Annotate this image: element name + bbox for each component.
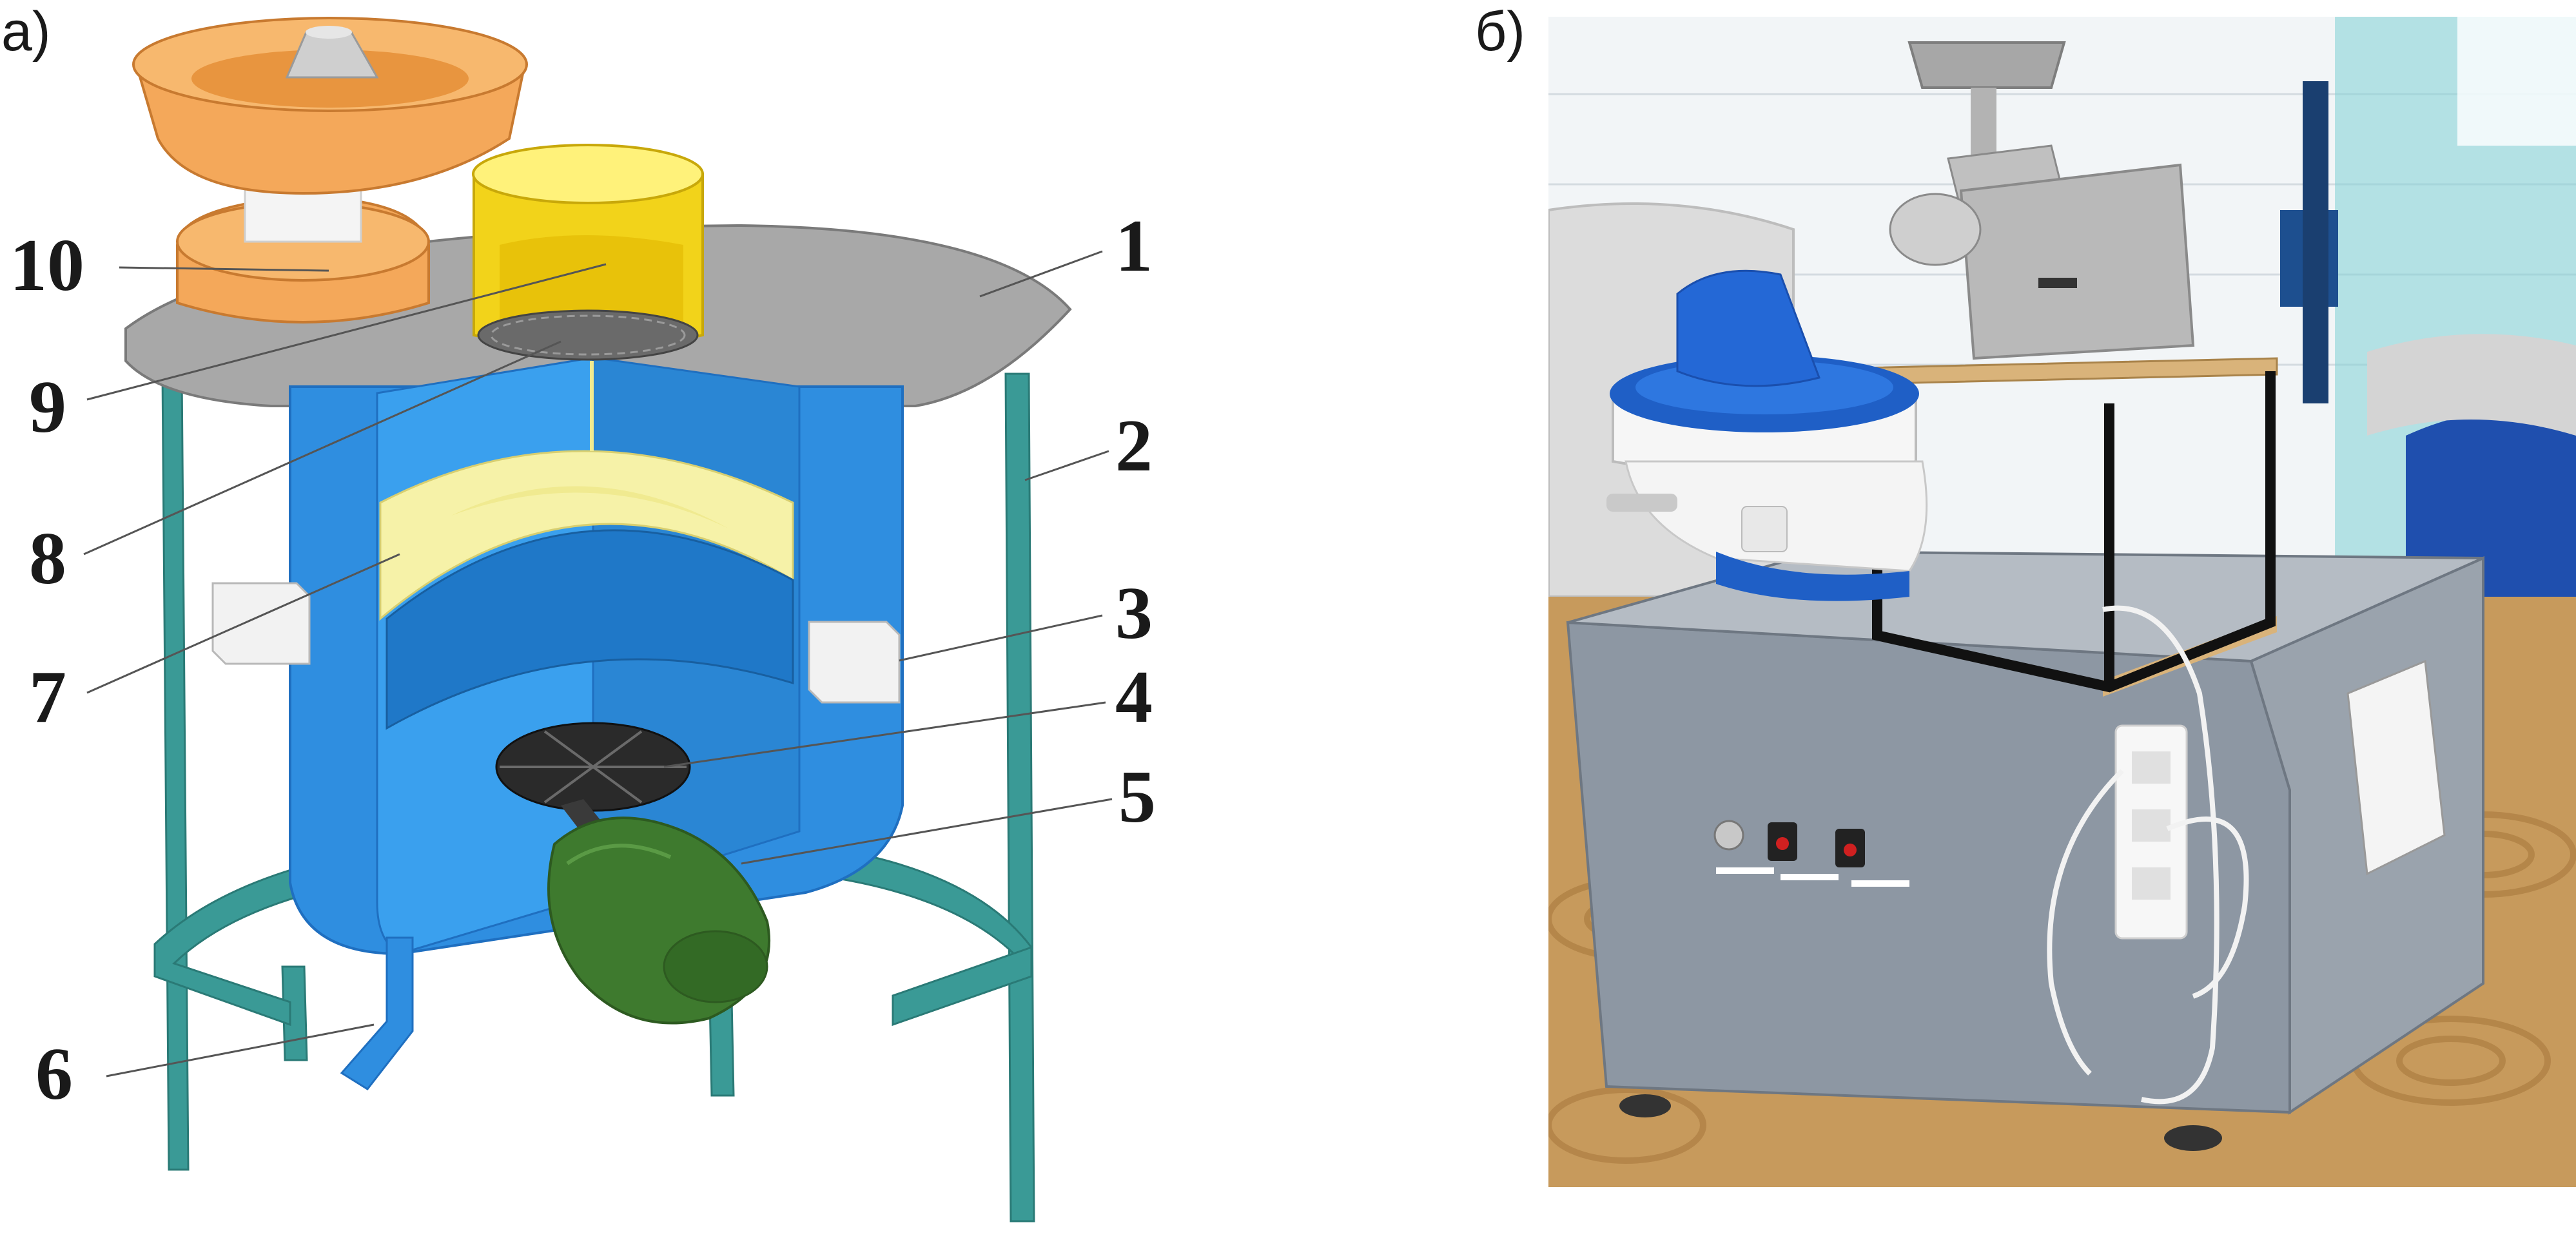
panel-letter-b: б)	[1475, 1, 1525, 63]
callout-4: 4	[1115, 656, 1153, 739]
callout-6: 6	[35, 1033, 73, 1116]
callout-8: 8	[29, 517, 66, 600]
callout-2: 2	[1115, 405, 1153, 487]
leg-back-left	[281, 965, 308, 1061]
motor	[547, 799, 771, 1025]
grater-disc	[495, 722, 691, 812]
side-brackets	[211, 582, 901, 704]
drain-pipe	[340, 936, 414, 1090]
bracket-left	[211, 582, 311, 665]
callout-9: 9	[29, 366, 66, 449]
callout-5: 5	[1118, 756, 1156, 838]
leader-lines	[83, 250, 1113, 1077]
callout-7: 7	[29, 656, 66, 739]
leg-right	[1004, 372, 1035, 1222]
callout-1: 1	[1115, 205, 1153, 287]
callout-10: 10	[10, 224, 84, 307]
sieve-cylinder	[472, 144, 704, 361]
juicer-body	[289, 356, 904, 956]
callout-3: 3	[1115, 572, 1153, 655]
meat-grinder	[1889, 41, 2195, 360]
power-cables	[2047, 605, 2249, 1105]
juicer	[1606, 269, 1928, 601]
feeder-lid	[132, 17, 528, 324]
machine-photo	[1548, 17, 2576, 1187]
switch-knob[interactable]	[1713, 820, 1744, 851]
bracket-right	[808, 621, 901, 704]
machine-schematic: 1 2 3 4 5 6 7 8 9 10	[10, 17, 1156, 1222]
ring-brace-end	[892, 945, 1033, 1027]
support-frame	[153, 372, 1035, 1222]
panel-letter-a: а)	[1, 1, 51, 63]
leg-left	[161, 372, 190, 1171]
cabinet	[1566, 550, 2484, 1115]
